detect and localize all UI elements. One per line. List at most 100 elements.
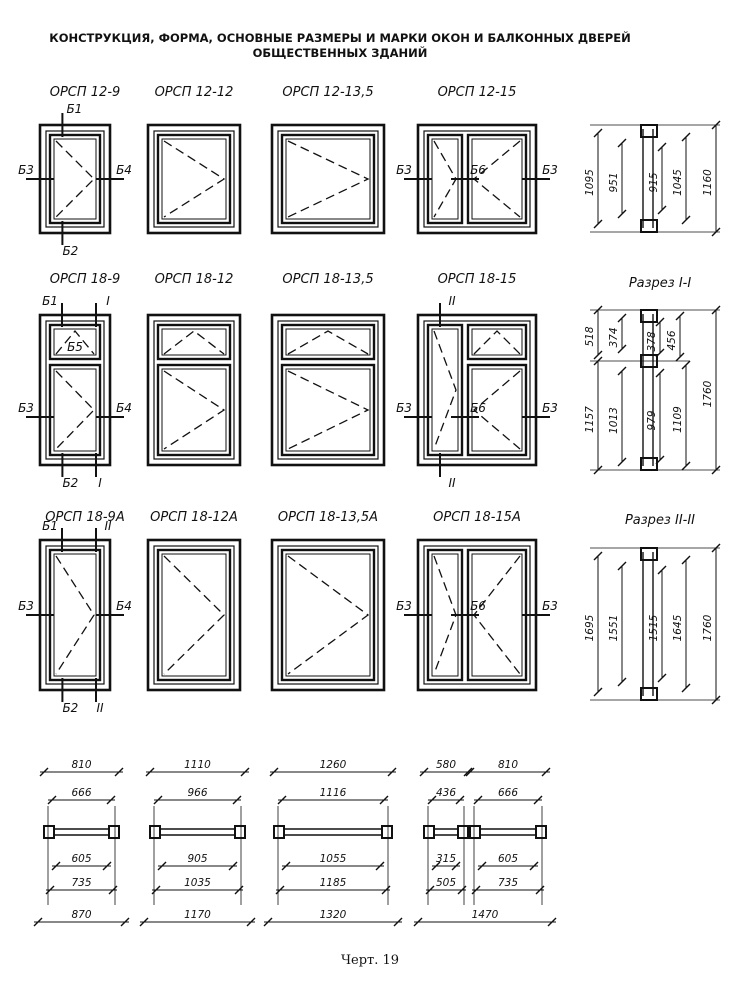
dim-plan-bottom-mid-tick bbox=[234, 885, 244, 895]
label-right: Б4 bbox=[116, 163, 132, 177]
sash-inner bbox=[53, 368, 97, 452]
window-mark: ОРСП 12-12 bbox=[155, 85, 234, 100]
dim-transom-height-tick bbox=[593, 350, 603, 360]
inner-frame bbox=[277, 545, 379, 685]
plan-jamb-right bbox=[535, 825, 547, 839]
dim-frame-height-tick bbox=[593, 219, 603, 229]
plan-jamb-left bbox=[273, 825, 285, 839]
dim-plan-bottom-mid: 1185 bbox=[320, 877, 347, 889]
dim-transom-height: 518 bbox=[584, 326, 596, 346]
dim-frame-height: 1095 bbox=[584, 169, 596, 196]
plan-jamb-right bbox=[457, 825, 469, 839]
sash-outer bbox=[48, 133, 102, 225]
sash-outer bbox=[48, 548, 102, 682]
window-mark: ОРСП 18-15 bbox=[438, 272, 517, 287]
dim-clear-height-tick bbox=[617, 209, 627, 219]
dim-transom-clear: 374 bbox=[608, 327, 620, 347]
window-ОРСП-18-12А: ОРСП 18-12А bbox=[146, 510, 242, 692]
opening-direction-line bbox=[287, 370, 370, 450]
label-top-right: II bbox=[104, 519, 112, 533]
dim-inner-height-tick bbox=[657, 142, 667, 152]
dim-transom-inner: 378 bbox=[646, 331, 658, 351]
section-title: Разрез I-I bbox=[629, 276, 692, 291]
dim-plan-top-inner-tick bbox=[232, 795, 242, 805]
dim-inner-height-tick bbox=[657, 565, 667, 575]
sash-inner bbox=[161, 368, 227, 452]
opening-direction-line bbox=[473, 555, 521, 675]
dim-plan-bottom-outer-tick bbox=[246, 917, 256, 927]
dim-transom-clear-tick bbox=[617, 344, 627, 354]
sash-outer bbox=[156, 363, 232, 457]
sash-outer bbox=[466, 323, 528, 361]
window-mark: ОРСП 12-9 bbox=[50, 85, 121, 100]
opening-direction-line bbox=[163, 140, 226, 218]
sash-outer bbox=[48, 363, 102, 457]
dim-inner-height: 1515 bbox=[648, 614, 660, 641]
window-mark: ОРСП 18-15А bbox=[433, 510, 521, 525]
label-bottom-right: I bbox=[98, 476, 102, 490]
plan-jamb-left bbox=[43, 825, 55, 839]
label-left: Б3 bbox=[396, 401, 412, 415]
dim-plan-bottom-mid-tick bbox=[381, 885, 391, 895]
inner-frame bbox=[45, 320, 105, 460]
plan-jamb-left bbox=[423, 825, 435, 839]
dim-plan-bottom-inner-tick bbox=[281, 861, 291, 871]
opening-direction-line bbox=[163, 370, 226, 450]
transom-hinge-line bbox=[55, 329, 95, 355]
sash-outer bbox=[48, 323, 102, 361]
dim-plan-top-inner: 1116 bbox=[320, 787, 347, 799]
dim-frame-height: 1695 bbox=[584, 614, 596, 641]
dim-plan-bottom-inner: 905 bbox=[187, 853, 207, 865]
dim-total-height: 1760 bbox=[702, 380, 714, 407]
dim-transom-clear-tick bbox=[617, 313, 627, 323]
label-top-right: I bbox=[106, 294, 110, 308]
window-mark: ОРСП 12-15 bbox=[438, 85, 517, 100]
window-mark: ОРСП 18-12 bbox=[155, 272, 234, 287]
window-mark: ОРСП 18-13,5А bbox=[278, 510, 378, 525]
outer-frame bbox=[270, 123, 386, 235]
dim-plan-top-inner-a-tick bbox=[427, 795, 437, 805]
label-left: Б3 bbox=[396, 599, 412, 613]
dim-sash-height: 1157 bbox=[584, 406, 596, 433]
dim-plan-bottom-mid-tick bbox=[151, 885, 161, 895]
sash-outer bbox=[280, 323, 376, 361]
label-center: Б6 bbox=[470, 401, 486, 415]
dim-plan-top-inner-b-tick bbox=[533, 795, 543, 805]
dim-sash-height-tick bbox=[681, 215, 691, 225]
dim-frame-height-tick bbox=[593, 687, 603, 697]
label-top-left: Б1 bbox=[42, 294, 58, 308]
dim-transom-inner-tick bbox=[655, 348, 665, 358]
label-bottom: Б2 bbox=[62, 244, 78, 258]
sash-inner bbox=[471, 138, 523, 220]
dim-plan-bottom-mid-tick bbox=[45, 885, 55, 895]
dim-plan-bottom-mid-a-tick bbox=[425, 885, 435, 895]
window-mark: ОРСП 18-9 bbox=[50, 272, 121, 287]
sash-inner bbox=[471, 368, 523, 452]
dim-plan-bottom-outer: 870 bbox=[71, 909, 91, 921]
figure-caption: Черт. 19 bbox=[341, 953, 399, 968]
dim-plan-top-outer-b-tick bbox=[541, 767, 551, 777]
dim-plan-bottom-outer-tick bbox=[120, 917, 130, 927]
dim-sash-outer-tick bbox=[681, 360, 691, 370]
sash-inner bbox=[53, 553, 97, 677]
inner-frame bbox=[45, 130, 105, 228]
dim-plan-top-inner-tick bbox=[379, 795, 389, 805]
label-right: Б3 bbox=[542, 599, 558, 613]
opening-direction-line bbox=[287, 140, 370, 218]
dim-sash-inner: 979 bbox=[646, 410, 658, 430]
dim-sash-height-tick bbox=[681, 132, 691, 142]
dim-plan-top-outer: 810 bbox=[71, 759, 91, 771]
sash-inner bbox=[161, 553, 227, 677]
dim-plan-top-outer-tick bbox=[387, 767, 397, 777]
sash-outer bbox=[280, 548, 376, 682]
sash-inner bbox=[285, 553, 371, 677]
opening-direction-line bbox=[163, 555, 225, 675]
